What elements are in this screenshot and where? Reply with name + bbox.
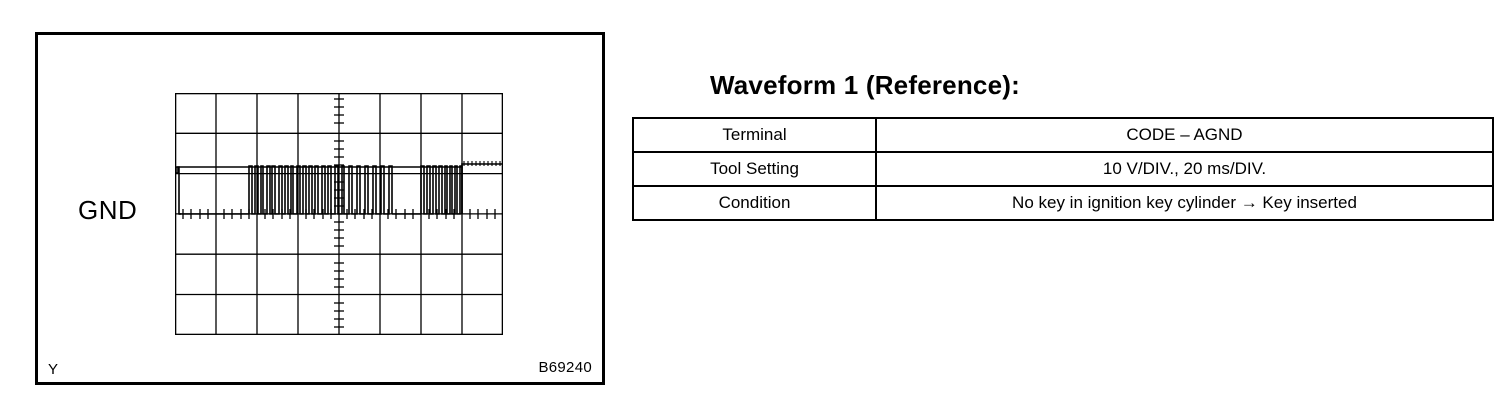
row-value-tool-setting: 10 V/DIV., 20 ms/DIV. (875, 151, 1494, 187)
waveform-plot (175, 93, 503, 335)
gnd-label: GND (78, 195, 138, 225)
signal-trace (175, 163, 503, 215)
table-row: Condition No key in ignition key cylinde… (632, 185, 1494, 221)
row-value-terminal: CODE – AGND (875, 117, 1494, 153)
oscilloscope-screen (175, 93, 503, 335)
figure-id-label: B69240 (538, 359, 592, 376)
oscilloscope-panel: GND (35, 32, 605, 385)
row-label-terminal: Terminal (632, 117, 877, 153)
waveform-title: Waveform 1 (Reference): (710, 70, 1020, 100)
row-label-tool-setting: Tool Setting (632, 151, 877, 187)
table-row: Tool Setting 10 V/DIV., 20 ms/DIV. (632, 151, 1494, 187)
row-value-condition: No key in ignition key cylinder → Key in… (875, 185, 1494, 221)
waveform-spec-table: Terminal CODE – AGND Tool Setting 10 V/D… (632, 117, 1494, 221)
table-row: Terminal CODE – AGND (632, 117, 1494, 153)
row-label-condition: Condition (632, 185, 877, 221)
trace-noise (463, 161, 501, 166)
corner-label-left: Y (48, 361, 59, 378)
